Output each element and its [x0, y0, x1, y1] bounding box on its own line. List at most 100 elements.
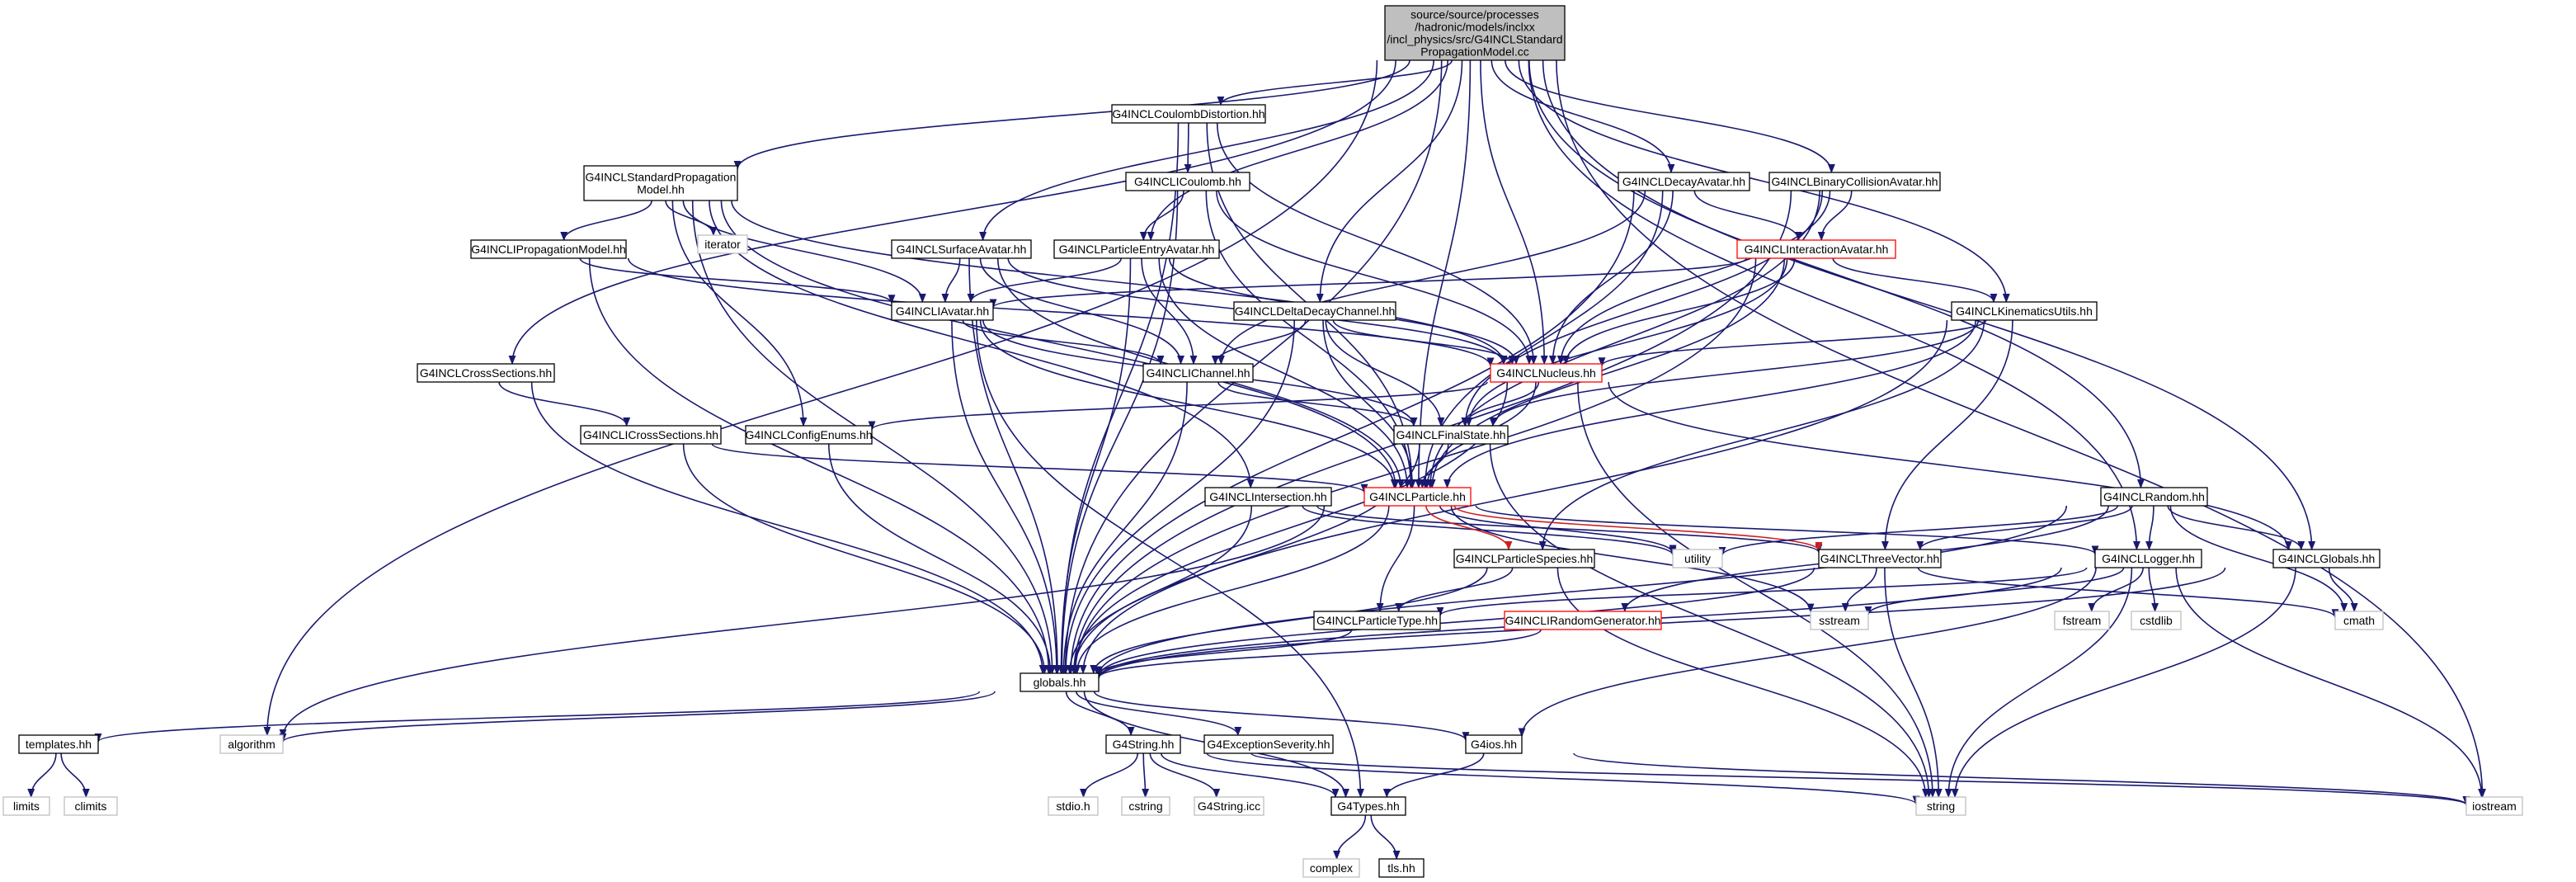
- edge-partspecies-to-string: [1556, 567, 1929, 799]
- edge-finalstate-to-globals: [1070, 443, 1420, 675]
- node-label-partentry: G4INCLParticleEntryAvatar.hh: [1059, 243, 1215, 256]
- node-irandgen[interactable]: G4INCLIRandomGenerator.hh: [1504, 611, 1662, 630]
- node-complex: complex: [1302, 858, 1360, 878]
- node-coulomb[interactable]: G4INCLICoulomb.hh: [1125, 172, 1250, 191]
- node-label-crosssec: G4INCLCrossSections.hh: [420, 366, 552, 380]
- node-partentry[interactable]: G4INCLParticleEntryAvatar.hh: [1053, 239, 1220, 259]
- node-label-iavatar: G4INCLIAvatar.hh: [896, 304, 989, 318]
- edge-particle-to-utility: [1439, 505, 1677, 554]
- edge-nucleus-to-configenums: [868, 381, 1488, 431]
- edge-root-to-stdprop: [733, 59, 1410, 171]
- edge-g4string-to-g4stringicc: [1149, 752, 1221, 799]
- edge-random-to-globalsincl: [2167, 505, 2305, 551]
- edge-root-to-deltadecay: [1316, 59, 1463, 304]
- node-box-iostream: [2465, 796, 2523, 816]
- edge-decayav-to-globals: [1067, 190, 1635, 675]
- edge-globalsincl-to-globals: [1095, 567, 2226, 680]
- edge-g4types-to-complex: [1333, 814, 1367, 861]
- node-kinutils[interactable]: G4INCLKinematicsUtils.hh: [1951, 301, 2098, 321]
- node-threevec[interactable]: G4INCLThreeVector.hh: [1818, 549, 1942, 568]
- node-interav[interactable]: G4INCLInteractionAvatar.hh: [1736, 239, 1896, 259]
- node-crosssec[interactable]: G4INCLCrossSections.hh: [417, 363, 555, 383]
- node-random[interactable]: G4INCLRandom.hh: [2100, 487, 2208, 507]
- node-box-utility: [1672, 549, 1723, 568]
- node-parttype[interactable]: G4INCLParticleType.hh: [1313, 611, 1441, 630]
- node-nucleus[interactable]: G4INCLNucleus.hh: [1490, 363, 1603, 383]
- node-box-tls: [1378, 858, 1425, 878]
- node-surfaceav[interactable]: G4INCLSurfaceAvatar.hh: [891, 239, 1032, 259]
- node-iavatar[interactable]: G4INCLIAvatar.hh: [891, 301, 994, 321]
- node-finalstate[interactable]: G4INCLFinalState.hh: [1393, 425, 1509, 445]
- node-globalsincl[interactable]: G4INCLGlobals.hh: [2272, 549, 2381, 568]
- node-intersection[interactable]: G4INCLIntersection.hh: [1204, 487, 1332, 507]
- node-label-threevec: G4INCLThreeVector.hh: [1820, 552, 1939, 565]
- node-label-root: source/source/processes: [1410, 8, 1539, 21]
- edge-irandgen-to-globals: [1095, 629, 1542, 679]
- node-box-g4string: [1105, 734, 1181, 754]
- edge-logger-to-iostream: [2175, 567, 2486, 799]
- node-box-root: [1384, 5, 1566, 61]
- node-g4string[interactable]: G4String.hh: [1105, 734, 1181, 754]
- node-root[interactable]: source/source/processes/hadronic/models/…: [1384, 5, 1566, 61]
- edge-particle-to-parttype: [1376, 505, 1415, 613]
- node-g4ios[interactable]: G4ios.hh: [1465, 734, 1523, 754]
- edge-particle-to-algorithm: [279, 505, 1326, 739]
- edge-ipropmodel-to-globals: [588, 257, 1053, 675]
- node-ipropmodel[interactable]: G4INCLIPropagationModel.hh: [470, 239, 627, 259]
- edge-root-to-nucleus: [1480, 59, 1548, 366]
- node-label-utility: utility: [1684, 552, 1711, 565]
- edge-templates-to-climits: [60, 752, 90, 799]
- node-deltadecay[interactable]: G4INCLDeltaDecayChannel.hh: [1233, 301, 1396, 321]
- node-box-irandgen: [1504, 611, 1662, 630]
- node-climits: climits: [64, 796, 118, 816]
- edge-g4string-to-stdio: [1080, 752, 1138, 799]
- node-particle[interactable]: G4INCLParticle.hh: [1363, 487, 1472, 507]
- node-string: string: [1915, 796, 1966, 816]
- edge-deltadecay-to-ichannel: [1211, 319, 1307, 366]
- edge-globals-to-g4string: [1065, 691, 1135, 737]
- edge-root-to-iostream: [1556, 59, 2486, 799]
- node-g4types[interactable]: G4Types.hh: [1330, 796, 1406, 816]
- edge-nucleus-to-globalsincl: [1608, 381, 2292, 551]
- edge-random-to-threevec: [1916, 505, 2133, 551]
- edge-globals-to-templates: [94, 691, 981, 743]
- edge-crosssec-to-globals: [530, 381, 1047, 675]
- node-g4excsev[interactable]: G4ExceptionSeverity.hh: [1203, 734, 1334, 754]
- node-label-templates: templates.hh: [26, 738, 92, 751]
- edge-kinutils-to-partspecies: [1538, 319, 1985, 551]
- edge-g4string-to-iostream: [1250, 752, 2470, 806]
- node-algorithm: algorithm: [219, 734, 284, 754]
- node-box-cmath: [2334, 611, 2384, 630]
- node-icrosssec[interactable]: G4INCLICrossSections.hh: [580, 425, 722, 445]
- edge-g4ios-to-iostream: [1573, 752, 2470, 806]
- node-label-g4types: G4Types.hh: [1337, 799, 1400, 813]
- edge-intersection-to-threevec: [1316, 505, 1823, 554]
- edge-globals-to-algorithm: [279, 691, 996, 743]
- node-label-climits: climits: [75, 799, 107, 813]
- node-logger[interactable]: G4INCLLogger.hh: [2094, 549, 2202, 568]
- node-box-particle: [1363, 487, 1472, 507]
- node-configenums[interactable]: G4INCLConfigEnums.hh: [745, 425, 873, 445]
- edge-ipropmodel-to-nucleus: [628, 257, 1495, 367]
- node-box-logger: [2094, 549, 2202, 568]
- edge-bincoll-to-interav: [1817, 190, 1853, 242]
- node-tls[interactable]: tls.hh: [1378, 858, 1425, 878]
- node-bincoll[interactable]: G4INCLBinaryCollisionAvatar.hh: [1768, 172, 1941, 191]
- node-cmath: cmath: [2334, 611, 2384, 630]
- node-box-globalsincl: [2272, 549, 2381, 568]
- node-box-finalstate: [1393, 425, 1509, 445]
- node-label-stdio: stdio.h: [1056, 799, 1090, 813]
- node-partspecies[interactable]: G4INCLParticleSpecies.hh: [1453, 549, 1595, 568]
- node-decayav[interactable]: G4INCLDecayAvatar.hh: [1618, 172, 1750, 191]
- node-label-partspecies: G4INCLParticleSpecies.hh: [1456, 552, 1594, 565]
- node-globals[interactable]: globals.hh: [1020, 672, 1100, 692]
- node-coulombdist[interactable]: G4INCLCoulombDistortion.hh: [1111, 104, 1266, 124]
- edge-stdprop-to-ipropmodel: [560, 200, 652, 242]
- node-templates[interactable]: templates.hh: [18, 734, 99, 754]
- edge-root-to-particle: [1415, 59, 1472, 489]
- node-box-globals: [1020, 672, 1100, 692]
- node-ichannel[interactable]: G4INCLIChannel.hh: [1142, 363, 1254, 383]
- node-box-configenums: [745, 425, 873, 445]
